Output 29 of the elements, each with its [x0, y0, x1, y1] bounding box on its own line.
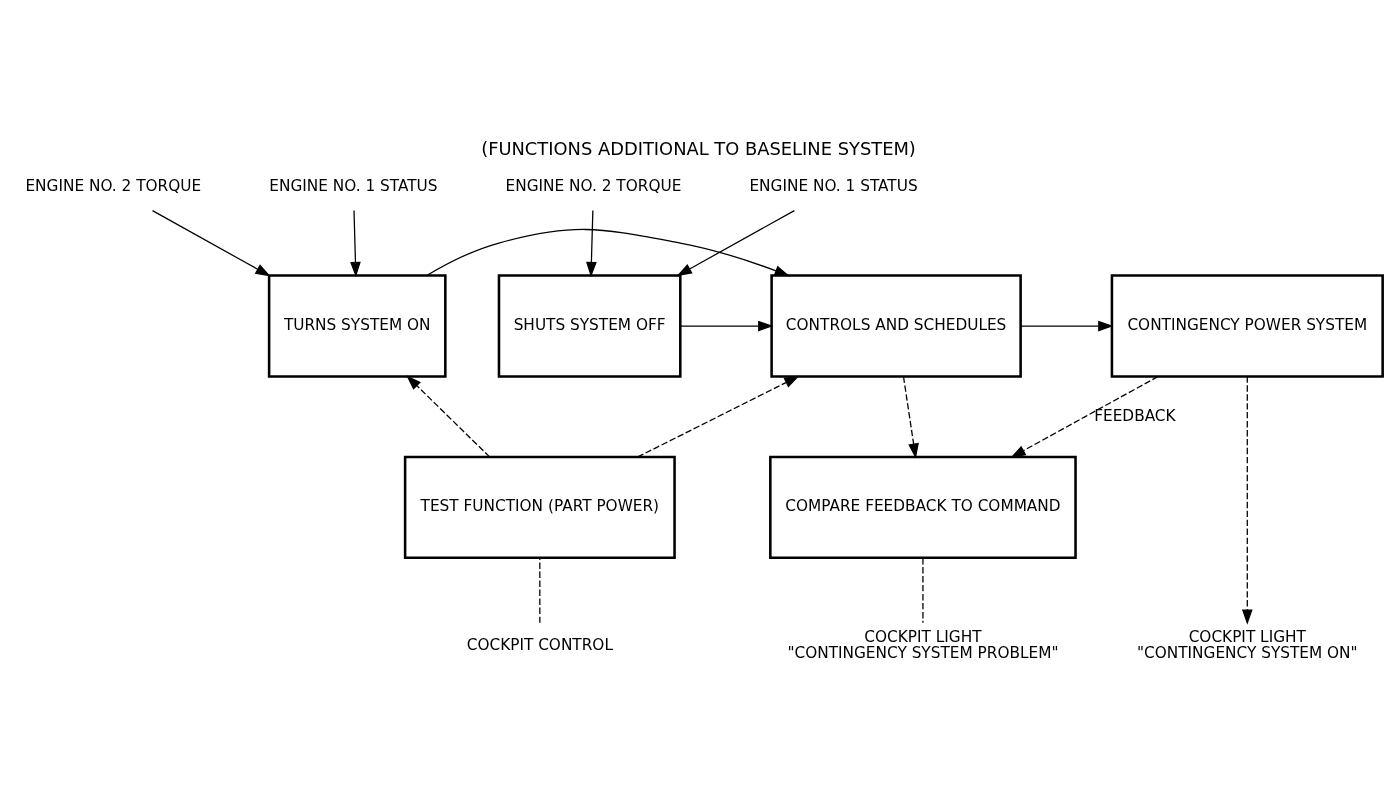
arrow — [637, 375, 800, 458]
node-text: COCKPIT CONTROL — [466, 635, 613, 654]
node-text: COCKPIT LIGHT "CONTINGENCY SYSTEM PROBLEM" — [787, 627, 1059, 663]
arrow — [586, 209, 597, 278]
arrow — [151, 209, 271, 277]
node-box: SHUTS SYSTEM OFF — [497, 274, 682, 378]
node-text: ENGINE NO. 2 TORQUE — [25, 177, 202, 196]
arrow — [1020, 320, 1114, 332]
arrow — [1010, 376, 1159, 458]
node-box: COMPARE FEEDBACK TO COMMAND — [769, 455, 1077, 560]
connector — [922, 557, 924, 624]
connector — [539, 557, 541, 624]
node-box: CONTROLS AND SCHEDULES — [770, 274, 1022, 378]
arrow — [680, 320, 774, 332]
node-box: TEST FUNCTION (PART POWER) — [403, 455, 676, 560]
arrow — [1241, 375, 1253, 625]
node-box: TURNS SYSTEM ON — [267, 274, 447, 378]
edge-label: FEEDBACK — [1094, 406, 1176, 425]
arrow — [902, 376, 919, 459]
arrow — [426, 228, 790, 277]
diagram-title: (FUNCTIONS ADDITIONAL TO BASELINE SYSTEM) — [481, 137, 916, 159]
node-text: COCKPIT LIGHT "CONTINGENCY SYSTEM ON" — [1136, 627, 1358, 663]
arrow — [406, 375, 491, 458]
arrow — [350, 209, 361, 278]
node-text: ENGINE NO. 1 STATUS — [749, 177, 918, 196]
node-text: ENGINE NO. 1 STATUS — [269, 177, 438, 196]
arrow — [676, 209, 795, 277]
node-box: CONTINGENCY POWER SYSTEM — [1110, 274, 1384, 378]
node-text: ENGINE NO. 2 TORQUE — [505, 177, 682, 196]
